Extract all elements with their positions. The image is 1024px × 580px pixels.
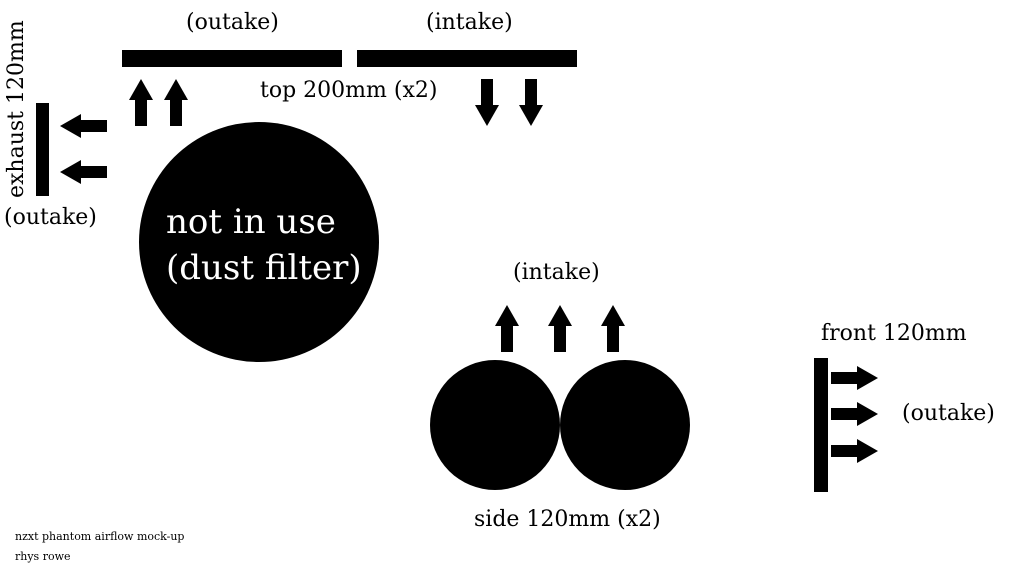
side-fan-circle-1 [430,360,560,490]
front-outake-label: (outake) [902,401,995,426]
exhaust-arrow-2 [60,160,107,184]
side-intake-arrow-2 [548,305,572,352]
unused-fan-circle [139,122,379,362]
front-outake-arrow-2 [831,402,878,426]
front-fan-bar [814,358,828,492]
credit-title: nzxt phantom airflow mock-up [15,530,185,543]
front-fan-label: front 120mm [821,321,967,346]
credit-author: rhys rowe [15,550,71,563]
front-outake-arrow-3 [831,439,878,463]
side-intake-arrow-1 [495,305,519,352]
top-intake-arrow-1 [475,79,499,126]
side-fans-label: side 120mm (x2) [474,507,661,532]
exhaust-arrow-1 [60,114,107,138]
exhaust-fan-label: exhaust 120mm [4,20,29,198]
dust-filter-label: (dust filter) [166,248,362,288]
top-outake-fan-bar [122,50,342,67]
side-intake-arrow-3 [601,305,625,352]
unused-fan-label: not in use [166,202,336,242]
top-outake-arrow-1 [129,79,153,126]
top-outake-label: (outake) [186,10,279,35]
top-intake-arrow-2 [519,79,543,126]
front-outake-arrow-1 [831,366,878,390]
side-fan-circle-2 [560,360,690,490]
side-intake-label: (intake) [513,260,600,285]
top-outake-arrow-2 [164,79,188,126]
top-intake-fan-bar [357,50,577,67]
top-intake-label: (intake) [426,10,513,35]
top-fans-label: top 200mm (x2) [260,78,438,103]
exhaust-fan-bar [36,103,49,196]
exhaust-outake-label: (outake) [4,205,97,230]
